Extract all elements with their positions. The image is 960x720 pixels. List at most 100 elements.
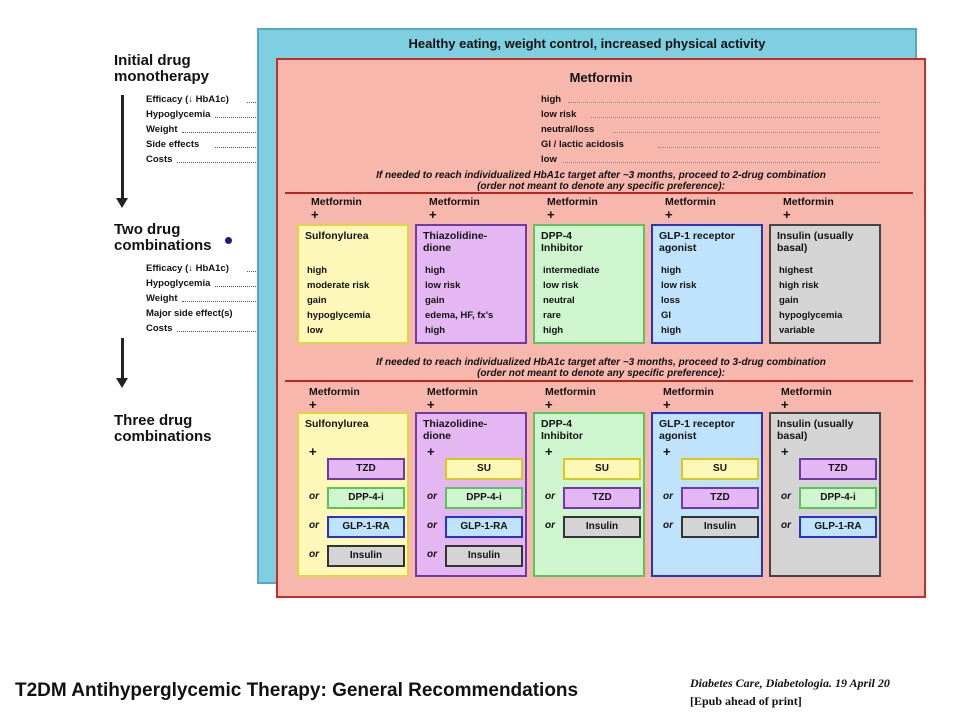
combo-metformin-label: Metformin <box>429 196 480 208</box>
or-label: or <box>427 549 437 560</box>
divider <box>285 380 913 382</box>
drug-title-line: Insulin (usually <box>777 418 854 430</box>
drug-value: loss <box>661 295 681 306</box>
drug-option: DPP-4-i <box>799 487 877 509</box>
drug-option: TZD <box>563 487 641 509</box>
or-label: or <box>663 491 673 502</box>
drug-title-line: dione <box>423 242 451 254</box>
dotted-leader <box>182 301 296 302</box>
metformin-value: low <box>541 154 557 165</box>
metformin-value: neutral/loss <box>541 124 595 135</box>
dotted-leader <box>613 132 880 133</box>
drug-value: high <box>425 265 446 276</box>
row-label: Weight <box>146 124 178 135</box>
metformin-value: low risk <box>541 109 577 120</box>
plus-icon: + <box>783 207 791 222</box>
drug-title-line: Thiazolidine- <box>423 230 488 242</box>
drug-option: SU <box>445 458 523 480</box>
drug-value: gain <box>307 295 327 306</box>
drug-option: GLP-1-RA <box>799 516 877 538</box>
drug-value: low risk <box>543 280 579 291</box>
plus-icon: + <box>547 207 555 222</box>
drug-value: gain <box>425 295 445 306</box>
or-label: or <box>781 491 791 502</box>
drug-value: GI <box>661 310 672 321</box>
metformin-title: Metformin <box>569 70 633 85</box>
arrowhead-icon <box>116 198 128 208</box>
drug-option: Insulin <box>445 545 523 567</box>
drug-title-line: GLP-1 receptor <box>659 418 735 430</box>
or-label: or <box>545 520 555 531</box>
row-label: Hypoglycemia <box>146 278 211 289</box>
drug-title-line: agonist <box>659 430 697 442</box>
drug-option: Insulin <box>681 516 759 538</box>
drug-title-line: GLP-1 receptor <box>659 230 735 242</box>
or-label: or <box>427 491 437 502</box>
row-label: Costs <box>146 154 173 165</box>
note-two-drug: If needed to reach individualized HbA1c … <box>376 170 826 192</box>
note-three-drug: If needed to reach individualized HbA1c … <box>376 357 826 379</box>
row-label: Costs <box>146 323 173 334</box>
drug-value: high risk <box>779 280 819 291</box>
drug-option: DPP-4-i <box>445 487 523 509</box>
drug-value: low <box>307 325 323 336</box>
drug-value: rare <box>543 310 561 321</box>
drug-title-line: Thiazolidine- <box>423 418 488 430</box>
drug-value: low risk <box>661 280 697 291</box>
drug-value: hypoglycemia <box>307 310 371 321</box>
citation-journal: Diabetes Care, Diabetologia. 19 April 20 <box>690 676 890 690</box>
drug-title-line: DPP-4 <box>541 230 572 242</box>
drug-option: SU <box>681 458 759 480</box>
drug-value: high <box>661 265 682 276</box>
combo-metformin-label: Metformin <box>545 386 596 398</box>
row-label: Hypoglycemia <box>146 109 211 120</box>
drug-value: high <box>307 265 328 276</box>
plus-icon: + <box>781 397 789 412</box>
row-label: Efficacy (↓ HbA1c) <box>146 94 229 105</box>
drug-value: variable <box>779 325 815 336</box>
drug-value: high <box>661 325 682 336</box>
drug-value: high <box>543 325 564 336</box>
arrowhead-icon <box>116 378 128 388</box>
drug-option: SU <box>563 458 641 480</box>
plus-icon: + <box>545 397 553 412</box>
drug-option: Insulin <box>563 516 641 538</box>
drug-option: TZD <box>681 487 759 509</box>
dotted-leader <box>568 102 880 103</box>
drug-option: GLP-1-RA <box>445 516 523 538</box>
plus-icon: + <box>663 444 671 459</box>
drug-title-line: DPP-4 <box>541 418 572 430</box>
drug-value: neutral <box>543 295 575 306</box>
arrow-down-icon <box>121 338 124 380</box>
plus-icon: + <box>663 397 671 412</box>
drug-title-line: Sulfonylurea <box>305 230 369 242</box>
combo-metformin-label: Metformin <box>665 196 716 208</box>
plus-icon: + <box>781 444 789 459</box>
plus-icon: + <box>545 444 553 459</box>
drug-title-line: Sulfonylurea <box>305 418 369 430</box>
or-label: or <box>663 520 673 531</box>
plus-icon: + <box>311 207 319 222</box>
plus-icon: + <box>309 397 317 412</box>
drug-title-line: basal) <box>777 430 808 442</box>
plus-icon: + <box>665 207 673 222</box>
row-label: Side effects <box>146 139 200 150</box>
citation-status: [Epub ahead of print] <box>690 694 802 708</box>
drug-option: GLP-1-RA <box>327 516 405 538</box>
drug-option: TZD <box>327 458 405 480</box>
drug-title-line: Inhibitor <box>541 430 583 442</box>
or-label: or <box>309 520 319 531</box>
or-label: or <box>545 491 555 502</box>
row-label: Efficacy (↓ HbA1c) <box>146 263 229 274</box>
drug-value: highest <box>779 265 813 276</box>
drug-value: low risk <box>425 280 461 291</box>
